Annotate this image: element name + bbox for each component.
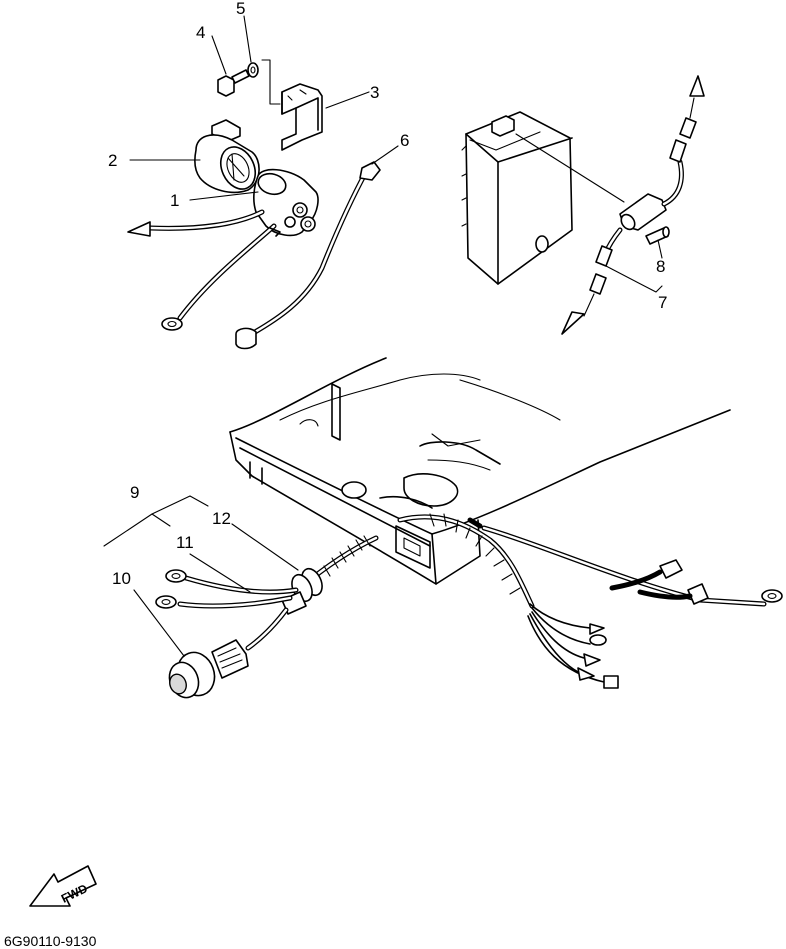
callout-11: 11 [176, 533, 194, 552]
callout-10: 10 [112, 569, 131, 588]
relay-cover [194, 119, 260, 194]
callout-8: 8 [656, 257, 665, 276]
starter-relay [253, 168, 319, 237]
washer [247, 62, 259, 78]
callout-4: 4 [196, 23, 205, 42]
callout-7: 7 [658, 293, 667, 312]
wire-harness [297, 513, 783, 689]
bolt [217, 69, 250, 97]
callout-labels: 1 2 3 4 5 6 7 8 9 10 11 12 [108, 0, 667, 588]
callout-3: 3 [370, 83, 379, 102]
relay-bracket [281, 83, 323, 151]
lead-wires [155, 569, 299, 609]
callout-12: 12 [212, 509, 231, 528]
leader-lines [103, 15, 663, 657]
battery-cable [235, 161, 381, 350]
fuse-holder [515, 75, 705, 335]
drawing-code: 6G90110-9130 [4, 933, 97, 949]
callout-9: 9 [130, 483, 139, 502]
fuse [645, 226, 670, 245]
lower-cowling [229, 357, 731, 585]
battery-box [461, 111, 573, 285]
main-switch [168, 607, 289, 699]
callout-1: 1 [170, 191, 179, 210]
callout-2: 2 [108, 151, 117, 170]
callout-5: 5 [236, 0, 245, 18]
forward-direction-arrow: FWD [29, 865, 97, 907]
callout-6: 6 [400, 131, 409, 150]
